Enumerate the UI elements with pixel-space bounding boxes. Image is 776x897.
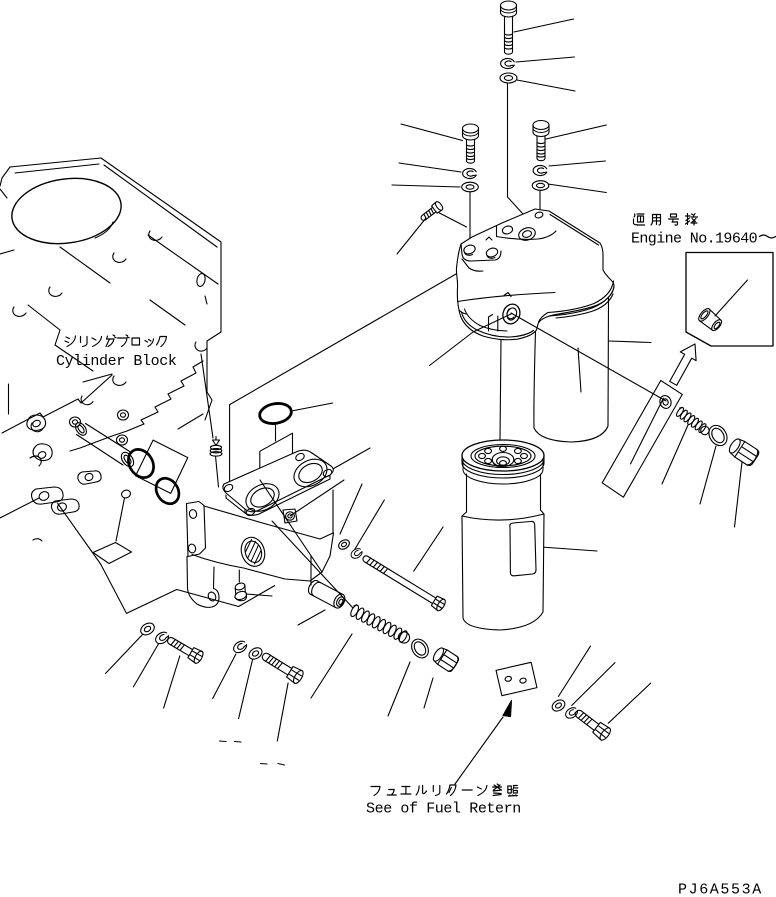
svg-text:Engine No.19640: Engine No.19640 [631,231,758,248]
svg-text:Cylinder Block: Cylinder Block [56,353,177,370]
svg-text:See of Fuel Retern: See of Fuel Retern [366,801,521,818]
svg-text:PJ6A553A: PJ6A553A [678,882,763,897]
